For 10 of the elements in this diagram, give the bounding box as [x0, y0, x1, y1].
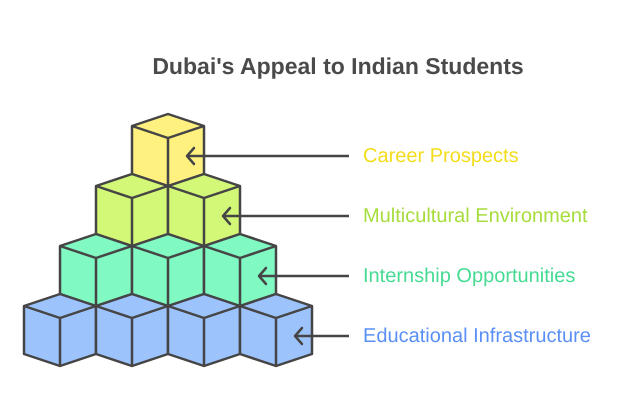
title: Dubai's Appeal to Indian Students — [152, 52, 524, 80]
callout-label: Career Prospects — [363, 144, 519, 168]
callout-label: Multicultural Environment — [363, 204, 588, 228]
callout-label: Educational Infrastructure — [363, 324, 591, 348]
cube-layer — [22, 292, 314, 368]
leader-arrow — [258, 266, 349, 286]
leader-arrow — [186, 146, 349, 166]
leader-arrow — [222, 206, 349, 226]
callout-label: Internship Opportunities — [363, 264, 576, 288]
leader-arrow — [294, 326, 349, 346]
